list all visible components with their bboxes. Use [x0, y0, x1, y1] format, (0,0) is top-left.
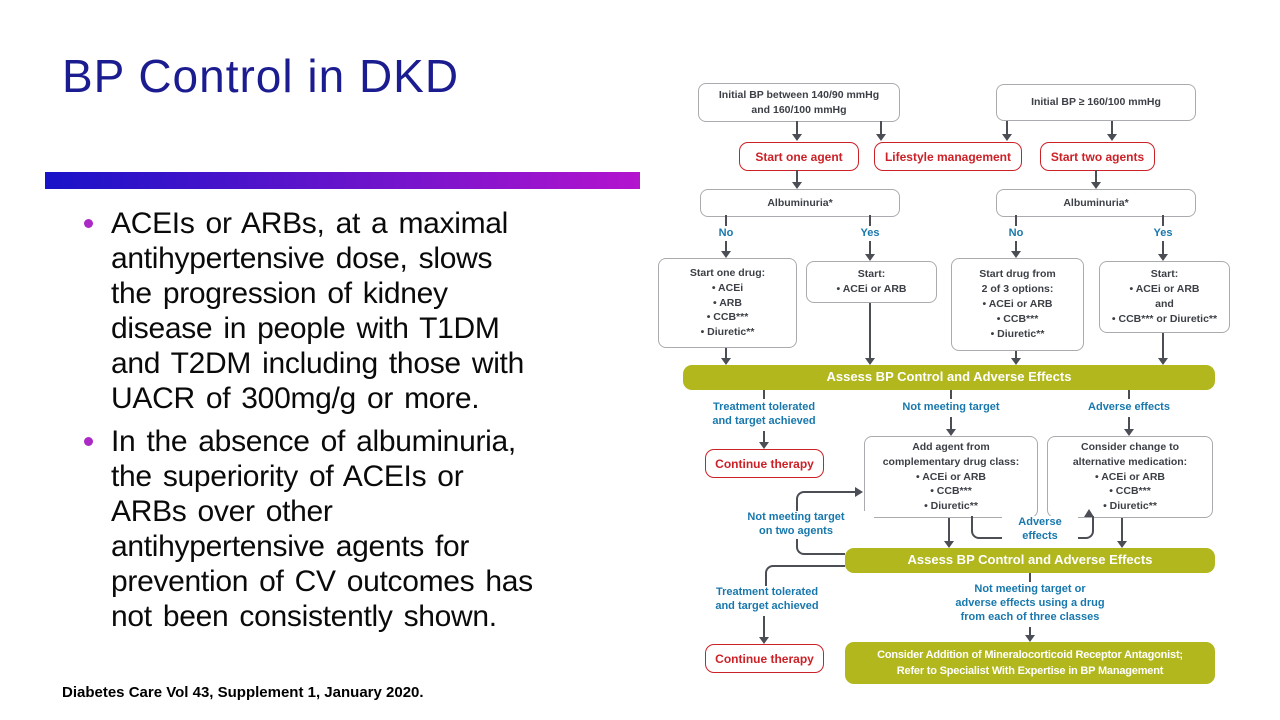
arrow-down: [759, 616, 769, 644]
label-not-meeting-two-agents: Not meeting target on two agents: [718, 511, 874, 539]
label-not-meeting-three-classes: Not meeting target or adverse effects us…: [955, 583, 1105, 623]
box-label: Start one agent: [755, 149, 843, 164]
arrow-down: [865, 303, 875, 365]
list-item: ACEIs or ARBs, at a maximal antihyperten…: [84, 206, 664, 416]
box-albuminuria-right: Albuminuria*: [996, 189, 1196, 217]
connector-line: [1162, 215, 1164, 226]
connector-line: [843, 491, 855, 493]
arrow-down: [1011, 241, 1021, 258]
bullet-dot-icon: [84, 219, 93, 228]
label-treatment-tolerated-2: Treatment tolerated and target achieved: [689, 586, 845, 614]
box-continue-therapy-1: Continue therapy: [705, 449, 824, 478]
branch-label-yes: Yes: [860, 227, 880, 239]
box-label: Initial BP between 140/90 mmHg and 160/1…: [718, 88, 880, 116]
bullet-text: ACEIs or ARBs, at a maximal antihyperten…: [111, 207, 524, 415]
arrow-down: [792, 121, 802, 141]
arrow-down: [721, 241, 731, 258]
bar-assess-bp-1: Assess BP Control and Adverse Effects: [683, 365, 1215, 390]
label-adverse-effects: Adverse effects: [1088, 401, 1170, 413]
connector-line: [950, 390, 952, 399]
gradient-divider-bar: [45, 172, 640, 189]
bar-label: Assess BP Control and Adverse Effects: [826, 369, 1072, 385]
connector-line: [869, 215, 871, 226]
label-treatment-tolerated: Treatment tolerated and target achieved: [712, 401, 816, 427]
arrow-down: [1025, 627, 1035, 642]
arrow-down: [1002, 121, 1012, 141]
branch-label-no: No: [718, 227, 734, 239]
connector-elbow: [765, 565, 845, 587]
box-label: Initial BP ≥ 160/100 mmHg: [1031, 96, 1161, 109]
box-label: Albuminuria*: [1063, 196, 1129, 209]
arrow-down: [1011, 351, 1021, 365]
box-label: Consider change to alternative medicatio…: [1072, 440, 1188, 513]
box-start-two-agents: Start two agents: [1040, 142, 1155, 171]
box-label: Start: • ACEi or ARB: [836, 268, 907, 295]
bullet-list: ACEIs or ARBs, at a maximal antihyperten…: [84, 206, 664, 642]
box-add-agent: Add agent from complementary drug class:…: [864, 436, 1038, 518]
box-consider-change: Consider change to alternative medicatio…: [1047, 436, 1213, 518]
box-start-acei-or-arb: Start: • ACEi or ARB: [806, 261, 937, 303]
arrow-down: [865, 241, 875, 261]
connector-line: [725, 215, 727, 226]
arrow-down: [1158, 333, 1168, 365]
label-adverse-effects-mid: Adverse effects: [1002, 516, 1078, 544]
bullet-dot-icon: [84, 437, 93, 446]
box-label: Continue therapy: [715, 651, 814, 666]
label-not-meeting-target: Not meeting target: [902, 401, 1000, 413]
branch-label-no: No: [1008, 227, 1024, 239]
box-label: Start drug from 2 of 3 options: • ACEi o…: [979, 268, 1056, 340]
branch-label-yes: Yes: [1153, 227, 1173, 239]
arrow-down: [1158, 241, 1168, 261]
arrow-down: [1124, 417, 1134, 436]
box-lifestyle-management: Lifestyle management: [874, 142, 1022, 171]
arrow-down: [721, 348, 731, 365]
box-initial-bp-moderate: Initial BP between 140/90 mmHg and 160/1…: [698, 83, 900, 122]
box-start-combo: Start: • ACEi or ARB and • CCB*** or Diu…: [1099, 261, 1230, 333]
connector-line: [1015, 215, 1017, 226]
arrow-down: [946, 417, 956, 436]
box-label: Start two agents: [1050, 149, 1145, 164]
box-label: Albuminuria*: [767, 196, 833, 209]
box-initial-bp-high: Initial BP ≥ 160/100 mmHg: [996, 84, 1196, 121]
arrow-down: [944, 518, 954, 548]
box-start-2-of-3: Start drug from 2 of 3 options: • ACEi o…: [951, 258, 1084, 351]
box-label: Continue therapy: [715, 456, 814, 471]
bullet-text: In the absence of albuminuria, the super…: [111, 425, 533, 633]
arrowhead-up: [1084, 509, 1094, 517]
bar-label: Consider Addition of Mineralocorticoid R…: [877, 648, 1183, 678]
box-albuminuria-left: Albuminuria*: [700, 189, 900, 217]
arrow-down: [1091, 170, 1101, 189]
connector-line: [763, 390, 765, 399]
box-continue-therapy-2: Continue therapy: [705, 644, 824, 673]
arrow-down: [1107, 121, 1117, 141]
slide-title: BP Control in DKD: [62, 50, 460, 102]
box-mra-referral: Consider Addition of Mineralocorticoid R…: [845, 642, 1215, 684]
box-start-one-agent: Start one agent: [739, 142, 859, 171]
bar-label: Assess BP Control and Adverse Effects: [907, 552, 1153, 568]
arrow-down: [1117, 518, 1127, 548]
box-start-one-drug: Start one drug: • ACEi • ARB • CCB*** • …: [658, 258, 797, 348]
arrow-down: [876, 121, 886, 141]
connector-line: [1128, 390, 1130, 399]
arrow-down: [759, 431, 769, 449]
connector-line: [1029, 573, 1031, 582]
arrowhead-right: [855, 487, 863, 497]
box-label: Start: • ACEi or ARB and • CCB*** or Diu…: [1111, 268, 1218, 325]
box-label: Add agent from complementary drug class:…: [882, 440, 1020, 513]
bar-assess-bp-2: Assess BP Control and Adverse Effects: [845, 548, 1215, 573]
citation: Diabetes Care Vol 43, Supplement 1, Janu…: [62, 684, 424, 701]
list-item: In the absence of albuminuria, the super…: [84, 424, 664, 634]
arrow-down: [792, 170, 802, 189]
box-label: Start one drug: • ACEi • ARB • CCB*** • …: [689, 266, 766, 339]
box-label: Lifestyle management: [884, 149, 1012, 164]
